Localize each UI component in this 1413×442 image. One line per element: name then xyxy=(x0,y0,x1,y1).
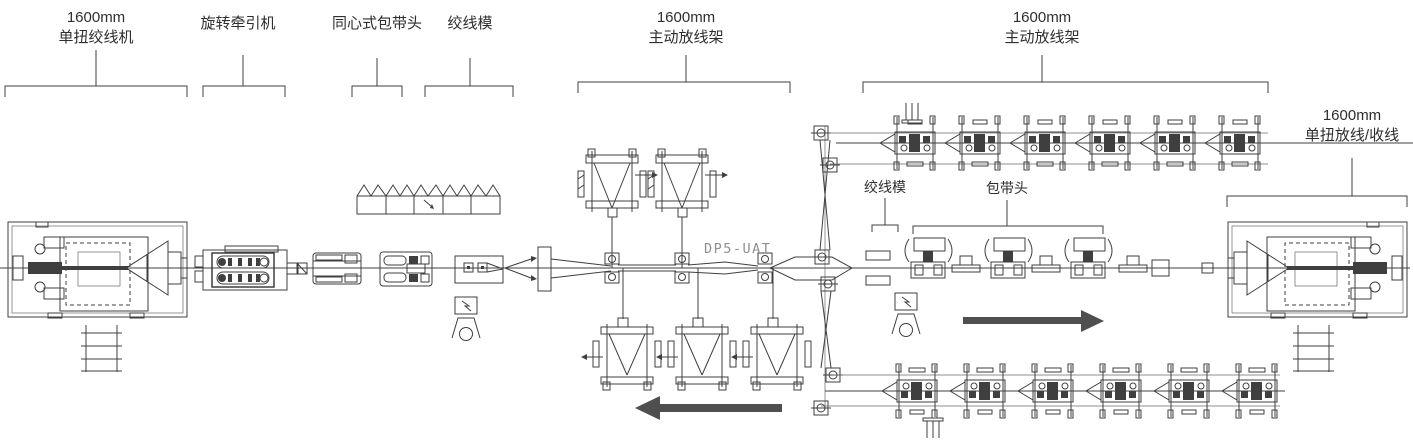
label-line: 主动放线架 xyxy=(648,29,724,46)
operator-station-left xyxy=(451,296,481,341)
payoff-rack-top-row xyxy=(879,102,1261,171)
label-stranding-die-front: 绞线模 xyxy=(447,14,492,34)
label-payoff-rack-right: 1600mm 主动放线架 xyxy=(1004,8,1079,48)
flow-arrow-left xyxy=(635,396,782,420)
label-line: 1600mm xyxy=(1322,107,1382,124)
belt-unit-drawing xyxy=(312,252,362,285)
bracket-payoff-right xyxy=(862,55,1269,93)
label-line: 旋转牵引机 xyxy=(200,15,276,32)
label-line: 主动放线架 xyxy=(1004,29,1080,46)
wire-runs xyxy=(550,258,759,279)
payoff-reel-below-2 xyxy=(655,267,737,391)
bracket-die-rear xyxy=(871,198,899,232)
operator-station-right xyxy=(891,292,921,337)
rotating-hauler-drawing xyxy=(194,245,299,291)
taping-head-1 xyxy=(904,237,953,279)
closing-spindle xyxy=(768,256,854,281)
payoff-reel-above-1 xyxy=(577,148,659,269)
label-single-twist-payoff-takeup: 1600mm 单扭放线/收线 xyxy=(1305,106,1399,146)
line-box-1 xyxy=(1151,259,1170,277)
bracket-die-front xyxy=(424,58,514,97)
label-rotating-hauler: 旋转牵引机 xyxy=(200,14,275,34)
concentric-taping-unit-drawing xyxy=(454,255,537,284)
flow-arrow-right xyxy=(963,310,1104,332)
label-line: 绞线模 xyxy=(447,15,493,32)
single-twist-payoff-takeup-drawing xyxy=(1226,220,1409,374)
line-guide-5 xyxy=(1031,255,1061,273)
model-code: DP5-UAT xyxy=(704,241,772,257)
stranding-die-front-drawing xyxy=(537,246,552,292)
bracket-strander xyxy=(4,50,188,97)
label-stranding-die-rear: 绞线模 xyxy=(864,177,906,197)
label-line: 单扭放线/收线 xyxy=(1304,127,1400,144)
lightning-icon xyxy=(423,199,434,209)
label-line: 同心式包带头 xyxy=(331,15,423,32)
vertical-transfer xyxy=(810,125,844,416)
label-single-twist-strander: 1600mm 单扭绞线机 xyxy=(58,8,133,48)
bracket-payoff-center xyxy=(577,55,791,93)
payoff-reel-below-3 xyxy=(730,267,812,391)
label-line: 1600mm xyxy=(1012,9,1072,26)
bracket-hauler xyxy=(202,55,286,97)
label-line: 单扭绞线机 xyxy=(58,29,134,46)
payoff-reel-below-1 xyxy=(580,267,662,391)
taping-head-2 xyxy=(984,237,1033,279)
line-guide-4 xyxy=(951,255,981,273)
label-line: 1600mm xyxy=(66,9,126,26)
line-box-2 xyxy=(1201,262,1214,274)
line-connector xyxy=(296,262,308,275)
zigzag-crates xyxy=(356,184,501,215)
label-payoff-rack-center: 1600mm 主动放线架 xyxy=(648,8,723,48)
label-taping-head: 包带头 xyxy=(986,178,1028,198)
bracket-payoff-takeup xyxy=(1226,158,1408,207)
taping-head-3 xyxy=(1064,237,1113,279)
carrier-drawing xyxy=(379,251,433,287)
label-line: 1600mm xyxy=(656,9,716,26)
bracket-taping-head xyxy=(912,200,1104,234)
stranding-die-rear-drawing xyxy=(865,250,891,286)
line-guide-6 xyxy=(1118,255,1148,273)
label-line: 绞线模 xyxy=(864,179,906,195)
label-concentric-taping-head: 同心式包带头 xyxy=(332,14,422,34)
single-twist-strander-drawing xyxy=(6,220,189,374)
bracket-concentric-taping xyxy=(351,58,403,97)
label-line: 包带头 xyxy=(986,180,1028,196)
